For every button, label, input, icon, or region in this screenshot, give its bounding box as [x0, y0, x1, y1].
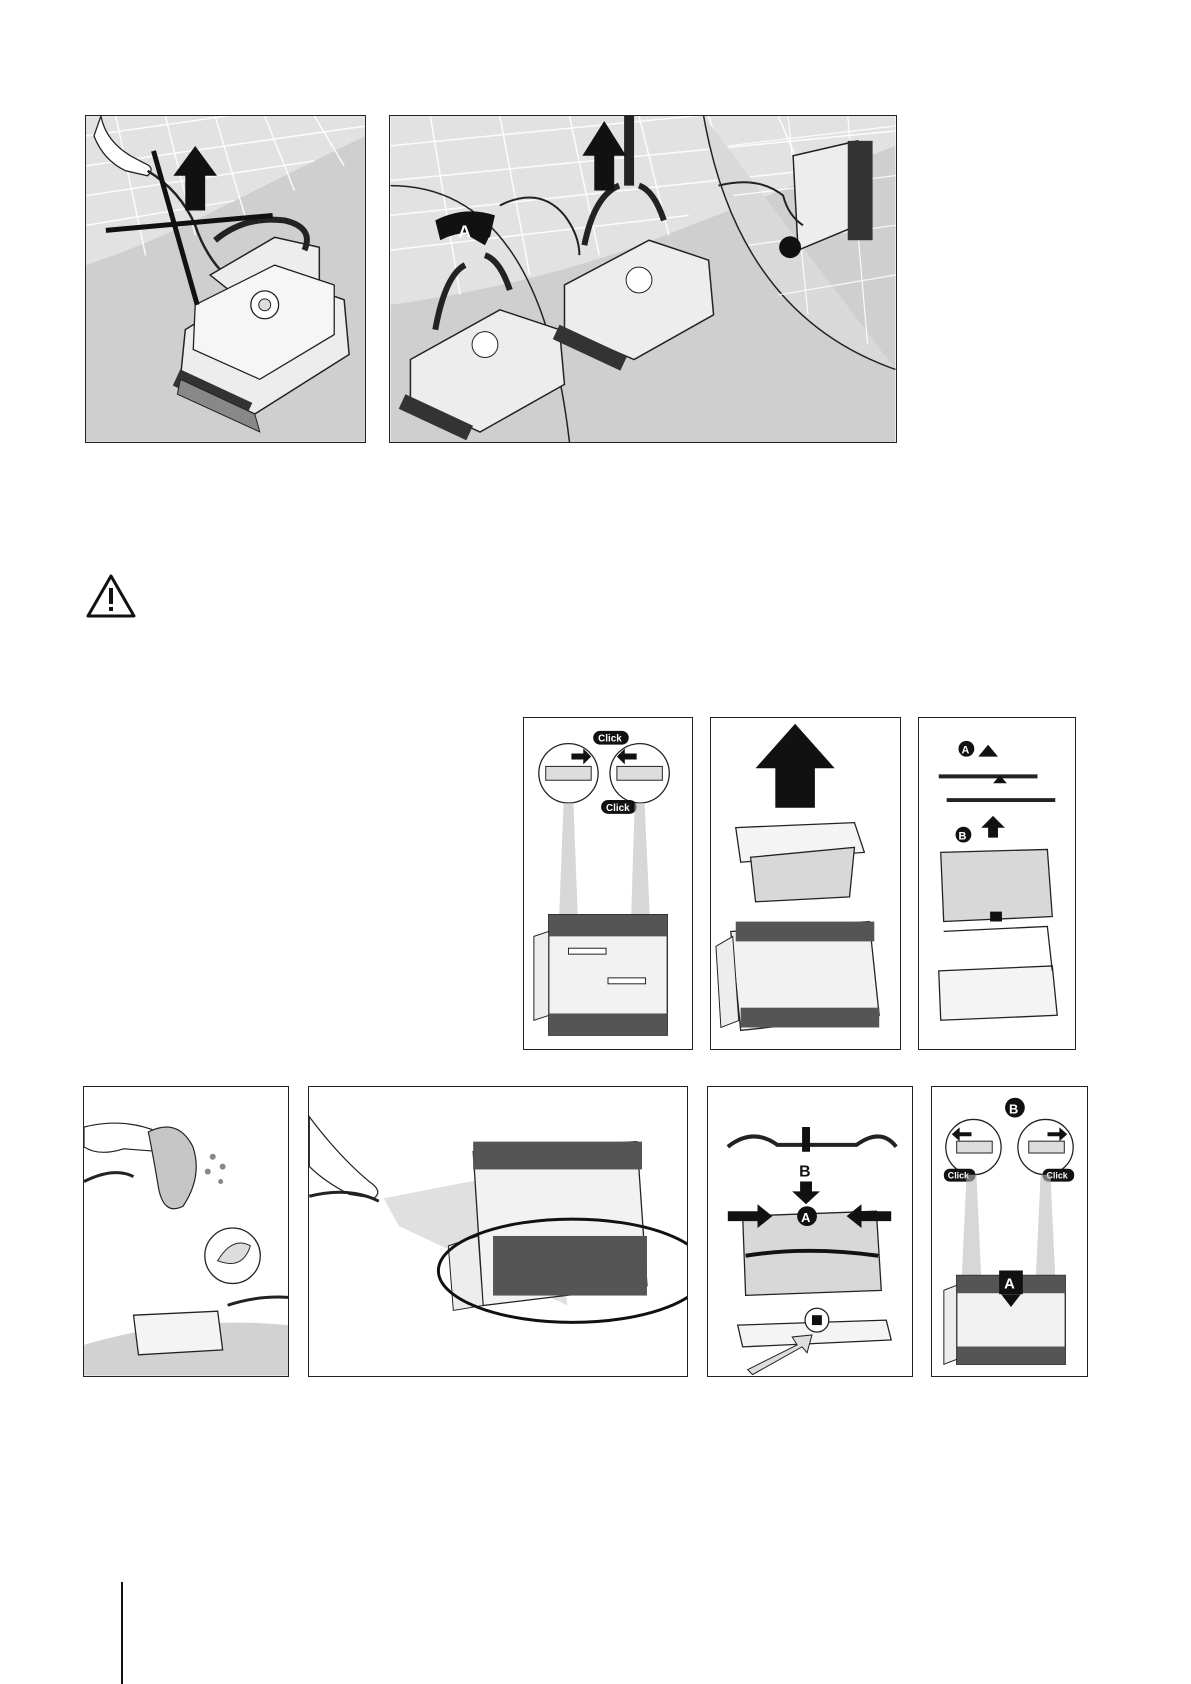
label-a: A: [1004, 1276, 1015, 1292]
label-a: A: [961, 745, 969, 757]
page-margin-bar: [121, 1582, 123, 1684]
panel-wrong-lift-by-cable: [85, 115, 366, 443]
click-label-left: Click: [948, 1171, 969, 1181]
illustration-rinse-robot: [309, 1087, 687, 1376]
illustration-lock-clips: B Click Click A: [932, 1087, 1087, 1376]
panel-rinse-filter: [83, 1086, 289, 1377]
label-b: B: [799, 1164, 810, 1181]
illustration-open-filter: A B: [919, 718, 1075, 1049]
robot-open: [716, 922, 879, 1031]
up-arrow-icon: [756, 724, 835, 808]
panel-remove-filter-basket: [710, 717, 901, 1050]
robot-underside: [534, 915, 667, 1036]
illustration-lift-by-handle: A: [390, 116, 896, 442]
panel-lift-by-handle: A: [389, 115, 897, 443]
label-a: A: [801, 1210, 810, 1225]
panel-release-clips: Click Click: [523, 717, 693, 1050]
illustration-release-clips: Click Click: [524, 718, 692, 1049]
illustration-wrong-lift: [86, 116, 365, 442]
black-dot-marker: [779, 236, 801, 258]
robot-body: [448, 1142, 647, 1311]
panel-open-filter: A B: [918, 717, 1076, 1050]
panel-reassemble-filter: B A: [707, 1086, 913, 1377]
illustration-remove-filter: [711, 718, 900, 1049]
label-a: A: [458, 221, 471, 241]
illustration-reassemble-filter: B A: [708, 1087, 912, 1376]
click-label-bottom: Click: [606, 803, 630, 814]
illustration-rinse-filter: [84, 1087, 288, 1376]
panel-lock-clips: B Click Click A: [931, 1086, 1088, 1377]
label-b: B: [1009, 1102, 1018, 1117]
label-b: B: [958, 831, 966, 843]
warning-triangle-icon: [85, 573, 137, 619]
click-label-top: Click: [598, 734, 622, 745]
panel-rinse-robot: [308, 1086, 688, 1377]
